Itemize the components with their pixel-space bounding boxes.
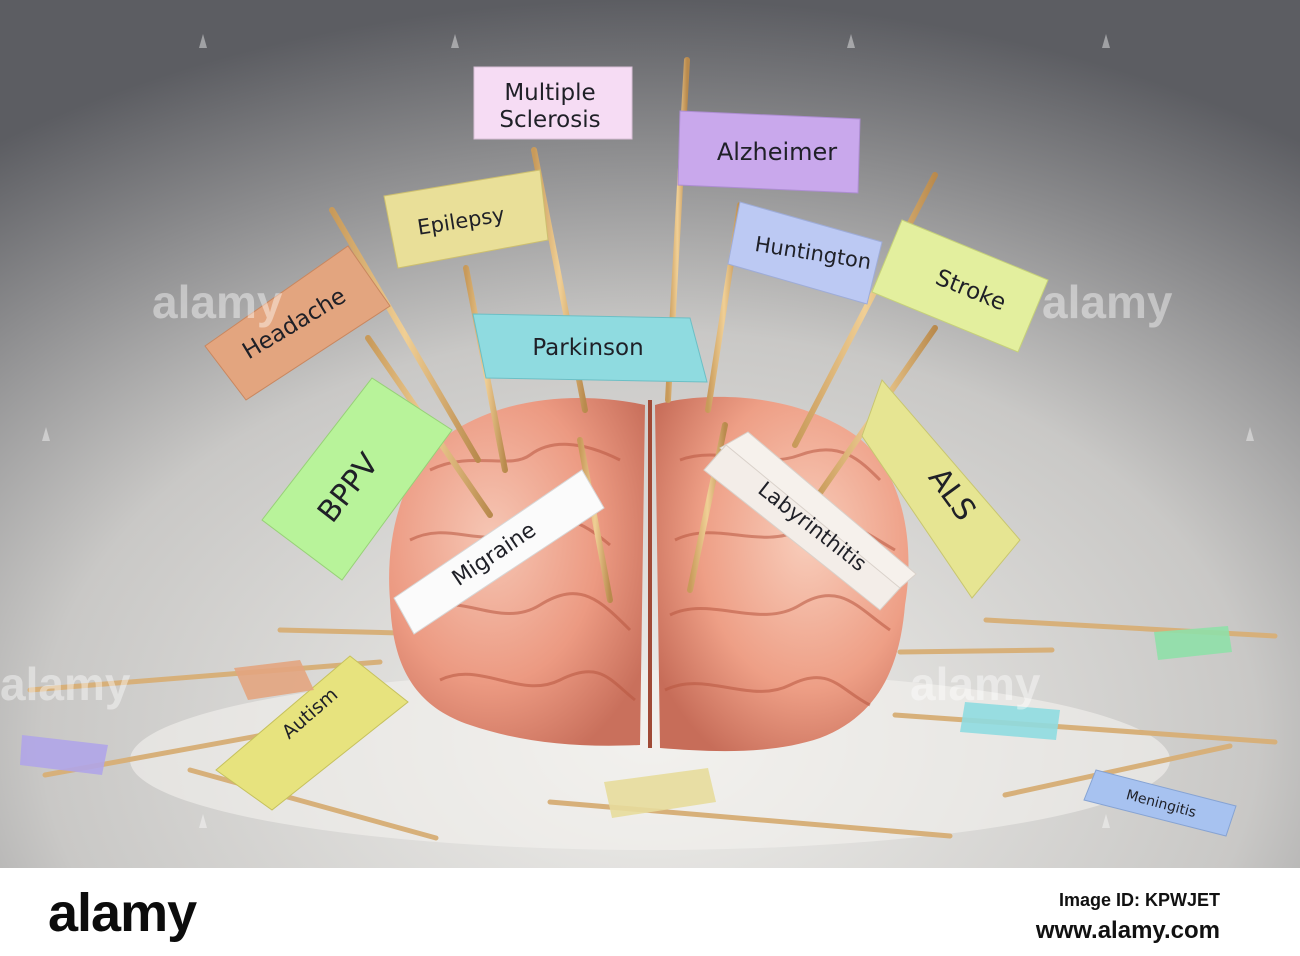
flag-parkinson: Parkinson <box>472 313 708 383</box>
image-id: Image ID: KPWJET <box>1058 890 1220 910</box>
flag-alzheimer: Alzheimer <box>677 110 861 194</box>
flag-label: Multiple <box>504 80 595 106</box>
brain-photo: Multiple Sclerosis Alzheimer Epilepsy Hu… <box>0 0 1300 868</box>
flag-meningitis: Meningitis <box>1083 769 1237 837</box>
site-url: www.alamy.com <box>1035 917 1220 944</box>
watermark-text: alamy <box>152 276 283 328</box>
flag-label: Sclerosis <box>499 107 600 133</box>
watermark: alamy alamy alamy alamy <box>0 34 1254 828</box>
flag-bppv: BPPV <box>261 377 453 581</box>
floor-flags <box>20 626 1232 818</box>
watermark-text: alamy <box>910 658 1041 710</box>
watermark-text: alamy <box>0 658 131 710</box>
footer-logo: alamy <box>48 883 197 943</box>
footer-image-info: Image ID: KPWJET www.alamy.com <box>1036 890 1220 945</box>
flag-multiple-sclerosis: Multiple Sclerosis <box>473 66 633 140</box>
flag-huntington: Huntington <box>727 201 883 305</box>
watermark-a-icon <box>42 34 1254 828</box>
watermark-text: alamy <box>1042 276 1173 328</box>
flag-stroke: Stroke <box>871 219 1049 353</box>
flag-label: Alzheimer <box>717 138 837 166</box>
floor-sticks <box>27 617 1278 841</box>
flag-label: Parkinson <box>532 335 643 361</box>
stock-footer: alamy Image ID: KPWJET www.alamy.com <box>0 868 1300 956</box>
flag-epilepsy: Epilepsy <box>383 169 549 269</box>
